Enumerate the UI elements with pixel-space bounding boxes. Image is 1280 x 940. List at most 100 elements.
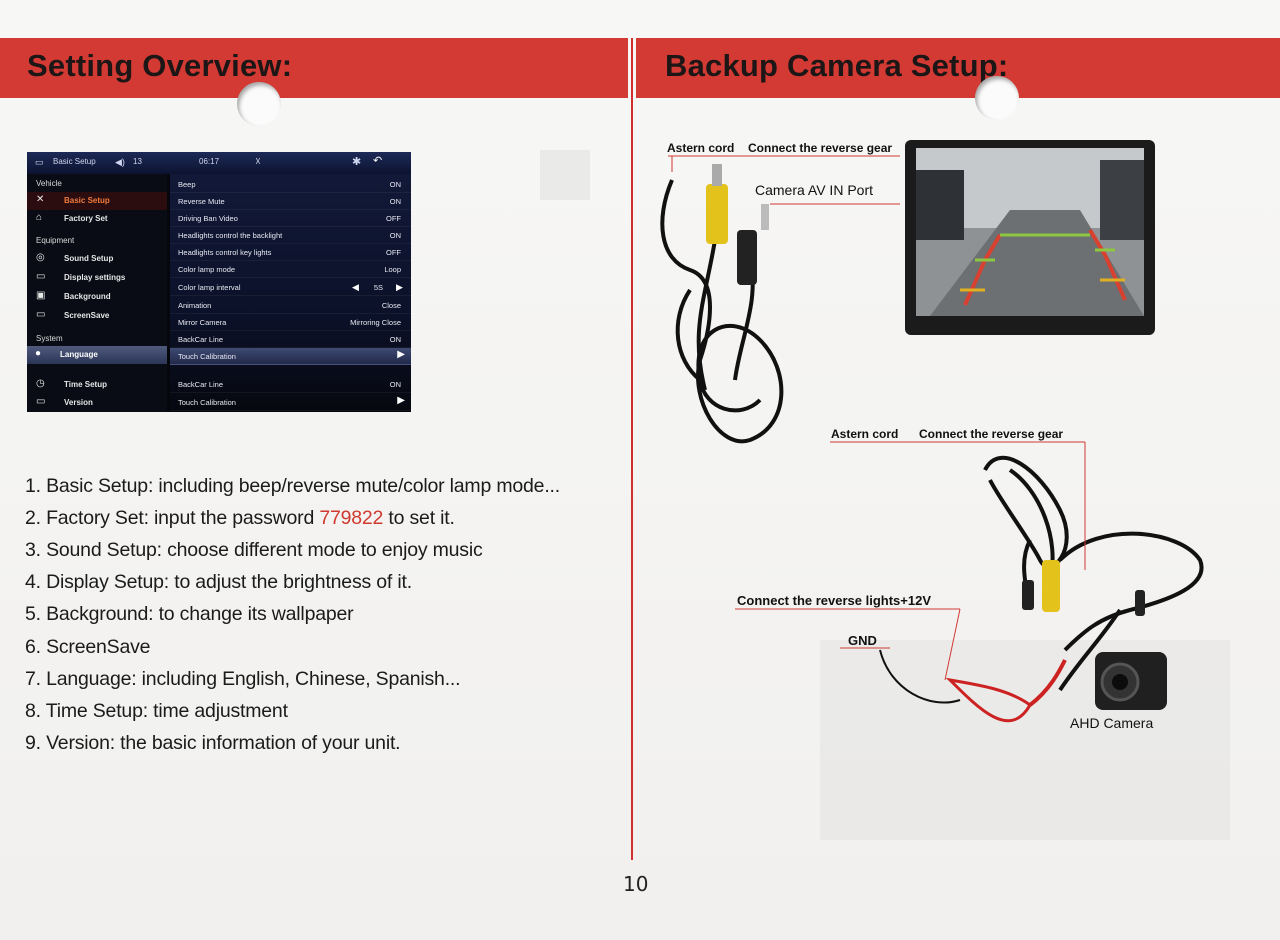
list-item: 7. Language: including English, Chinese,… [25,668,461,690]
setting-value: Close [381,301,401,310]
list-item: 8. Time Setup: time adjustment [25,700,288,722]
jack-pin [761,204,769,230]
setting-key: Reverse Mute [178,197,225,206]
setting-value: OFF [386,214,401,223]
speaker-icon: ◎ [36,252,45,263]
equipment-heading: Equipment [36,236,75,245]
page-number: 10 [623,872,649,896]
setting-row-animation: Animation Close [170,297,411,314]
sidebar-item-label: Basic Setup [64,196,110,205]
setting-key: Headlights control the backlight [178,231,283,240]
sidebar-item-language: ● Language [27,346,167,364]
setting-value: Loop [384,265,401,274]
setting-key: Touch Calibration [178,398,236,407]
setting-row-touch-calibration: Touch Calibration ▶ [170,348,411,365]
clock-icon: ◷ [36,378,45,389]
setting-overview-title: Setting Overview: [27,48,293,83]
setting-key: Color lamp interval [178,283,241,292]
display-icon: ▭ [36,271,46,282]
list-item-text: to set it. [383,507,455,529]
sidebar-item-label: Time Setup [64,380,107,389]
head-unit-monitor [905,140,1155,335]
list-item: 6. ScreenSave [25,636,151,658]
rca-pin [712,164,722,186]
settings-sidebar: Vehicle ✕ Basic Setup ⌂ Factory Set Equi… [27,174,167,412]
back-icon: ↶ [373,155,383,167]
sidebar-item-label: Display settings [64,273,126,282]
sidebar-item-basic-setup: ✕ Basic Setup [27,192,167,210]
backup-camera-title: Backup Camera Setup: [665,48,1009,83]
home-icon: ▭ [35,157,44,167]
setting-value: ON [389,197,401,206]
system-heading: System [36,334,63,343]
setting-row-reverse-mute: Reverse Mute ON [170,193,411,210]
sidebar-item-time-setup: ◷ Time Setup [27,376,167,394]
sidebar-item-factory-set: ⌂ Factory Set [27,210,167,228]
setting-overview-banner: Setting Overview: [0,38,628,98]
setting-key: Touch Calibration [178,352,236,361]
status-time: 06:17 [199,157,220,166]
label-astern-cord-bottom: Astern cord [831,427,899,441]
status-menu-label: Basic Setup [53,157,96,166]
list-item: 3. Sound Setup: choose different mode to… [25,539,483,561]
label-ahd-camera: AHD Camera [1070,715,1154,731]
factory-password: 779822 [319,507,384,529]
binder-hole [975,76,1019,120]
info-icon: ▭ [36,396,46,407]
sidebar-item-sound-setup: ◎ Sound Setup [27,250,167,268]
leader-line [944,608,961,681]
black-plug [1022,580,1034,610]
red-power-lead [1028,659,1067,707]
sidebar-item-screensave: ▭ ScreenSave [27,307,167,325]
list-item: 1. Basic Setup: including beep/reverse m… [25,475,560,497]
label-gnd: GND [848,633,877,648]
sidebar-item-label: Version [64,398,93,407]
setting-value: 5S [373,283,383,292]
monitor-icon: ▭ [36,309,46,320]
sidebar-item-label: Background [64,292,111,301]
camera-cable-bundle [983,455,1204,692]
label-connect-reverse-gear-bottom: Connect the reverse gear [919,427,1064,441]
vehicle-heading: Vehicle [36,179,62,188]
label-reverse-lights: Connect the reverse lights+12V [737,593,931,608]
list-item: 9. Version: the basic information of you… [25,732,401,754]
setting-key: Mirror Camera [178,318,227,327]
list-item: 2. Factory Set: input the password 77982… [25,507,455,530]
label-connect-reverse-gear: Connect the reverse gear [748,141,893,155]
increase-arrow-icon: ▶ [396,282,403,292]
setting-key: BackCar Line [178,380,224,389]
backup-camera-banner: Backup Camera Setup: [636,38,1280,98]
volume-icon: ◀) [115,157,125,167]
sidebar-item-background: ▣ Background [27,288,167,306]
setting-key: Color lamp mode [178,265,236,274]
binder-hole [237,82,281,126]
bluetooth-icon: ✱ [352,156,362,168]
ahd-camera [1095,652,1167,710]
setting-key: BackCar Line [178,335,224,344]
page-divider [631,38,633,860]
factory-icon: ⌂ [36,212,43,223]
wrench-icon: ✕ [36,194,45,205]
sidebar-item-label: Factory Set [64,214,108,223]
label-camera-av-in: Camera AV IN Port [755,182,874,198]
antenna-icon: ☓ [255,156,261,168]
ground-wire [879,649,961,704]
sidebar-item-version: ▭ Version [27,394,167,412]
bleed-through-mark [540,150,590,200]
setting-key: Beep [178,180,196,189]
list-item: 5. Background: to change its wallpaper [25,603,354,625]
setting-row-touch-calibration: Touch Calibration▶ [170,394,411,411]
setting-key: Animation [178,301,212,310]
list-item-text: 2. Factory Set: input the password [25,507,320,529]
list-item: 4. Display Setup: to adjust the brightne… [25,571,412,593]
sidebar-item-label: Language [60,350,98,359]
chevron-right-icon: ▶ [397,349,405,360]
